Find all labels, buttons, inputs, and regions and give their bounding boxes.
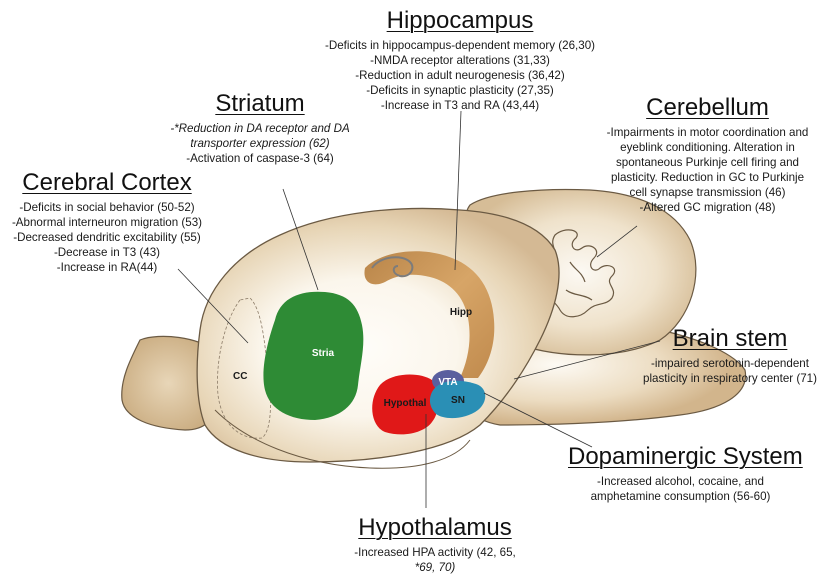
cerebral-cortex-title: Cerebral Cortex [2, 170, 212, 196]
label-sn: SN [451, 395, 465, 406]
brain-stem-line: -impaired serotonin-dependent [630, 356, 830, 371]
label-stria: Stria [312, 348, 335, 359]
brain-stem-annotation: Brain stem -impaired serotonin-dependent… [630, 326, 830, 386]
brain-stem-title: Brain stem [630, 326, 830, 352]
label-cc: CC [233, 371, 247, 382]
cerebellum-line: spontaneous Purkinje cell firing and [590, 155, 825, 170]
cerebral-cortex-line: -Decrease in T3 (43) [2, 245, 212, 260]
cerebellum-line: -Impairments in motor coordination and [590, 125, 825, 140]
cerebellum-annotation: Cerebellum -Impairments in motor coordin… [590, 95, 825, 215]
cerebellum-line: cell synapse transmission (46) [590, 185, 825, 200]
hippocampus-line: -Reduction in adult neurogenesis (36,42) [325, 68, 595, 83]
hippocampus-line: -Deficits in hippocampus-dependent memor… [325, 38, 595, 53]
cerebellum-title: Cerebellum [590, 95, 825, 121]
hippocampus-line: -NMDA receptor alterations (31,33) [325, 53, 595, 68]
striatum-annotation: Striatum -*Reduction in DA receptor and … [150, 91, 370, 166]
cerebral-cortex-line: -Abnormal interneuron migration (53) [2, 215, 212, 230]
cerebral-cortex-line: -Deficits in social behavior (50-52) [2, 200, 212, 215]
dopaminergic-line: amphetamine consumption (56-60) [568, 489, 793, 504]
dopaminergic-title: Dopaminergic System [568, 444, 793, 470]
cerebral-cortex-line: -Increase in RA(44) [2, 260, 212, 275]
cerebral-cortex-line: -Decreased dendritic excitability (55) [2, 230, 212, 245]
striatum-line: -Activation of caspase-3 (64) [150, 151, 370, 166]
label-vta: VTA [438, 377, 457, 388]
cerebellum-line: eyeblink conditioning. Alteration in [590, 140, 825, 155]
hypothalamus-line: -Increased HPA activity (42, 65, [350, 545, 520, 560]
hypothalamus-annotation: Hypothalamus -Increased HPA activity (42… [350, 515, 520, 575]
dopaminergic-line: -Increased alcohol, cocaine, and [568, 474, 793, 489]
cerebellum-line: -Altered GC migration (48) [590, 200, 825, 215]
hypothalamus-title: Hypothalamus [350, 515, 520, 541]
hypothalamus-line: *69, 70) [350, 560, 520, 575]
striatum-line: transporter expression (62) [150, 136, 370, 151]
label-hipp: Hipp [450, 307, 472, 318]
striatum-line: -*Reduction in DA receptor and DA [150, 121, 370, 136]
striatum-title: Striatum [150, 91, 370, 117]
hippocampus-title: Hippocampus [325, 8, 595, 34]
label-hypothal: Hypothal [384, 398, 427, 409]
dopaminergic-annotation: Dopaminergic System -Increased alcohol, … [568, 444, 793, 504]
cerebral-cortex-annotation: Cerebral Cortex -Deficits in social beha… [2, 170, 212, 275]
brain-stem-line: plasticity in respiratory center (71) [630, 371, 830, 386]
cerebellum-line: plasticity. Reduction in GC to Purkinje [590, 170, 825, 185]
